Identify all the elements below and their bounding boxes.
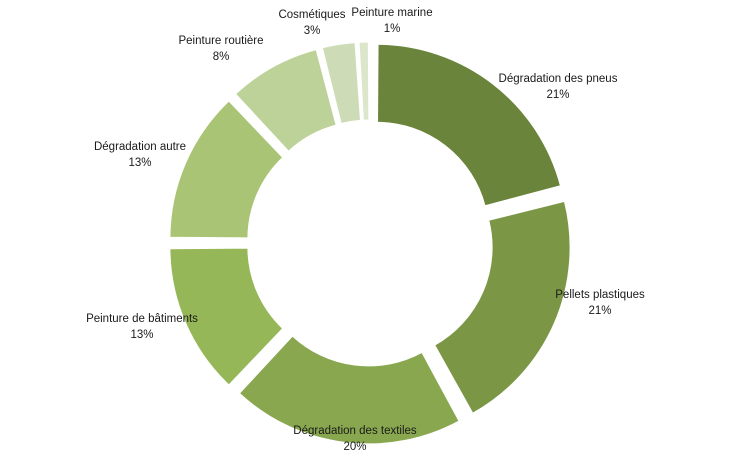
slice-6: [234, 49, 337, 152]
slice-value-4: 13%: [130, 329, 153, 341]
slice-label-2: Pellets plastiques: [555, 289, 645, 301]
slice-label-4: Peinture de bâtiments: [86, 313, 198, 325]
slice-label-3: Dégradation des textiles: [293, 425, 417, 437]
slice-value-2: 21%: [588, 305, 611, 317]
slice-4: [169, 247, 284, 386]
slice-value-1: 21%: [546, 89, 569, 101]
slice-value-5: 13%: [128, 157, 151, 169]
slice-7: [321, 42, 361, 125]
slice-value-8: 1%: [384, 23, 401, 35]
slice-2: [434, 200, 571, 414]
slice-1: [377, 43, 562, 207]
slice-label-6: Peinture routière: [178, 35, 263, 47]
slice-value-3: 20%: [343, 441, 366, 453]
slice-5: [169, 100, 284, 239]
slice-label-7: Cosmétiques: [278, 9, 345, 21]
slice-3: [238, 335, 460, 445]
donut-slices: [169, 41, 571, 445]
slice-labels: Dégradation des pneus 21% Pellets plastiqu…: [86, 7, 645, 453]
slice-label-5: Dégradation autre: [94, 141, 186, 153]
slice-label-8: Peinture marine: [351, 7, 432, 19]
slice-label-1: Dégradation des pneus: [499, 73, 618, 85]
slice-value-7: 3%: [304, 25, 321, 37]
slice-8: [358, 41, 370, 121]
slice-value-6: 8%: [213, 51, 230, 63]
